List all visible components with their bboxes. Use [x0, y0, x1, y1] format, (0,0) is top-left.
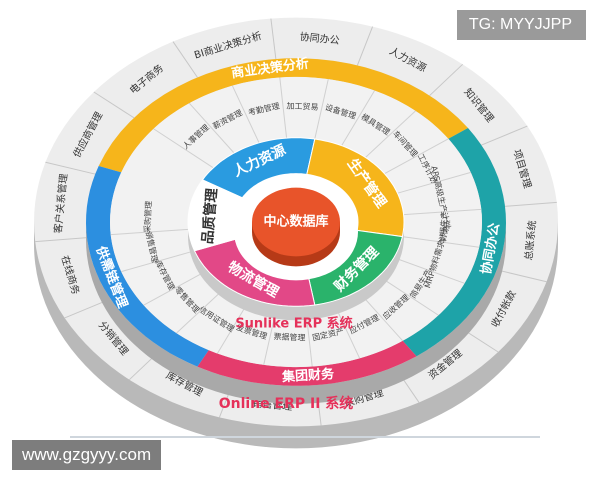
site-url: www.gzgyyy.com	[12, 440, 162, 470]
inner-segment-label: 品质管理	[199, 187, 221, 244]
outer-divider	[427, 63, 463, 98]
module-item: 采购管理	[142, 201, 153, 233]
outer-system-label: Online ERP II 系统	[219, 395, 354, 412]
module-divider	[110, 228, 189, 236]
module-divider	[378, 275, 439, 316]
module-divider	[143, 269, 208, 306]
module-divider	[365, 110, 416, 158]
outer-divider	[35, 237, 89, 243]
outer-divider	[356, 26, 374, 68]
module-divider	[314, 79, 329, 140]
ring2-segment	[402, 128, 506, 357]
module-divider	[397, 171, 471, 194]
module-item: 加工贸易	[286, 100, 318, 111]
outer-item: 总账系统	[522, 220, 539, 261]
module-item: 制程生产	[438, 211, 449, 243]
outer-item: 协同办公	[299, 30, 340, 47]
outer-divider	[270, 18, 277, 61]
ring2-segment-label: 集团财务	[281, 366, 336, 385]
ring2-segment	[98, 58, 468, 173]
ring2-segment	[86, 166, 209, 367]
module-item: 票据管理	[273, 331, 305, 342]
inner-segment	[187, 179, 244, 252]
outer-divider	[172, 41, 199, 80]
module-divider	[403, 208, 482, 216]
module-divider	[402, 236, 480, 248]
outer-divider	[93, 91, 136, 120]
module-divider	[279, 77, 288, 139]
outer-divider	[479, 125, 528, 147]
center-label: 中心数据库	[263, 214, 328, 230]
footer-line	[70, 436, 540, 438]
module-divider	[188, 102, 235, 154]
watermark: TG: MYYJJPP	[456, 10, 586, 40]
ring2-segment	[197, 340, 417, 386]
module-divider	[231, 85, 260, 144]
outer-divider	[503, 201, 557, 207]
module-divider	[393, 257, 465, 284]
outer-divider	[494, 268, 547, 283]
module-divider	[384, 138, 449, 175]
ring2-system-label: Sunlike ERP 系统	[235, 316, 352, 332]
outer-divider	[45, 161, 98, 176]
module-divider	[121, 250, 195, 273]
module-divider	[153, 128, 214, 169]
module-divider	[341, 90, 376, 146]
center-database	[252, 187, 340, 257]
